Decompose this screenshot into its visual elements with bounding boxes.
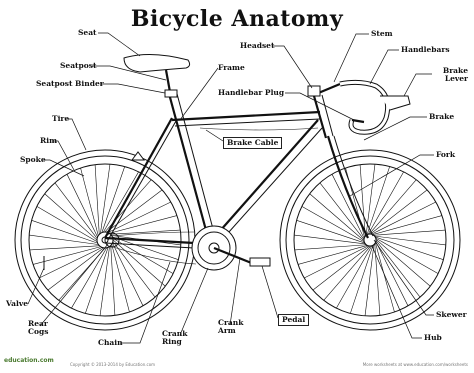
front-spoke (372, 230, 445, 235)
rear-brake (132, 152, 144, 160)
front-spoke (295, 245, 368, 250)
label-crank-ring: Crank Ring (162, 330, 188, 346)
leader-pedal (262, 266, 278, 318)
rear-spoke (67, 174, 99, 240)
front-wheel (280, 150, 460, 330)
front-spoke (373, 236, 446, 245)
front-spoke (375, 240, 408, 306)
leader-hub (372, 246, 422, 338)
label-brake: Brake (429, 113, 454, 121)
front-spoke (374, 236, 444, 259)
headset (308, 86, 320, 96)
pedal (250, 258, 270, 266)
leader-spoke (42, 160, 84, 176)
label-spoke: Spoke (20, 156, 46, 164)
label-brake-lever: Brake Lever (432, 67, 468, 83)
seat-tube (168, 90, 210, 245)
label-rim: Rim (40, 137, 57, 145)
label-frame: Frame (218, 64, 245, 72)
publisher-logo: education.com (4, 357, 64, 365)
leader-crank-ring (180, 268, 208, 335)
rear-spoke (111, 240, 143, 306)
front-spoke (369, 190, 427, 235)
rear-spoke (39, 246, 105, 278)
label-brake-cable: Brake Cable (223, 137, 282, 149)
front-spoke (297, 220, 367, 243)
chain-top (110, 232, 194, 236)
front-spoke (320, 183, 365, 241)
label-skewer: Skewer (436, 311, 467, 319)
diagram-title: Bicycle Anatomy (0, 6, 474, 32)
rear-spoke (111, 239, 155, 297)
front-spoke (375, 238, 431, 286)
leader-rear-cogs (40, 244, 108, 326)
leader-brake-cable (206, 130, 223, 141)
worksheet-link[interactable]: More worksheets at www.education.com/wor… (363, 362, 468, 367)
label-headset: Headset (240, 42, 274, 50)
rear-spoke (37, 206, 100, 243)
label-valve: Valve (6, 300, 28, 308)
label-seatpost-binder: Seatpost Binder (36, 80, 104, 88)
label-stem: Stem (371, 30, 393, 38)
fork (328, 136, 368, 238)
leader-brake-lever (404, 74, 432, 96)
label-pedal: Pedal (278, 314, 309, 326)
leader-stem (334, 34, 369, 82)
label-tire: Tire (52, 115, 69, 123)
rear-spoke (55, 183, 99, 241)
copyright-note: Copyright © 2013-2014 by Education.com (70, 362, 155, 367)
front-spoke (304, 245, 370, 278)
label-handlebar-plug: Handlebar Plug (218, 89, 284, 97)
leader-frame (180, 68, 218, 120)
label-fork: Fork (436, 151, 455, 159)
rear-spoke (45, 194, 100, 243)
leader-seat (98, 33, 140, 56)
label-rear-cogs: Rear Cogs (28, 320, 52, 336)
rear-spoke (102, 172, 139, 235)
top-tube (172, 112, 320, 120)
front-spoke (368, 180, 416, 236)
seat (124, 54, 190, 97)
seatpost (166, 70, 170, 92)
front-spoke (350, 244, 373, 314)
rear-spoke (29, 235, 102, 245)
front-spoke (375, 242, 380, 315)
front-spoke (370, 202, 436, 235)
rear-spoke (48, 246, 106, 290)
rear-spoke (85, 244, 109, 313)
rear-spoke (71, 245, 108, 308)
front-spoke (294, 235, 367, 244)
seatpost-binder (165, 90, 177, 97)
label-crank-arm: Crank Arm (218, 319, 242, 335)
brake-cable (200, 128, 318, 130)
leader-handlebars (370, 50, 399, 84)
front-spoke (313, 245, 371, 290)
front-spoke (365, 243, 374, 316)
leader-fork (350, 155, 434, 196)
front-spoke (324, 245, 372, 301)
leader-seatpost-binder (100, 84, 165, 93)
label-hub: Hub (424, 334, 442, 342)
rear-spoke (32, 220, 101, 244)
leader-crank-arm (230, 258, 240, 325)
rear-spoke (100, 164, 110, 237)
leader-valve (28, 268, 44, 304)
label-handlebars: Handlebars (401, 46, 450, 54)
label-chain: Chain (98, 339, 123, 347)
label-seatpost: Seatpost (60, 62, 96, 70)
rear-spoke (105, 202, 171, 234)
leader-tire (66, 119, 86, 150)
rear-spoke (100, 243, 110, 316)
leader-rim (52, 141, 74, 170)
bicycle-frame (105, 90, 373, 249)
label-seat: Seat (78, 29, 97, 37)
front-spoke (366, 167, 389, 237)
leader-headset (272, 46, 312, 88)
front-spoke (366, 164, 375, 237)
